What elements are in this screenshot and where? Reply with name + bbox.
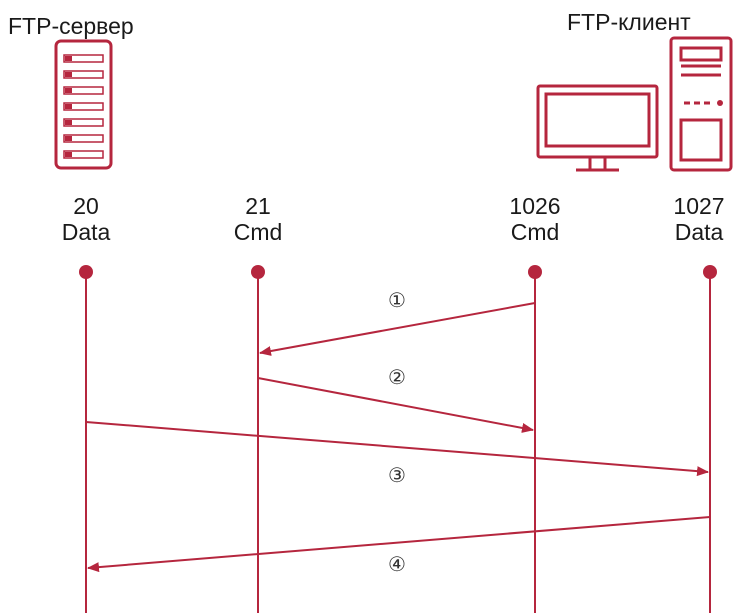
server-rack-icon [54,39,113,170]
step-label: ① [388,290,406,312]
port-dot [79,265,93,279]
port-number: 20 [73,193,99,219]
port-role: Data [61,219,111,245]
rack-slot [63,150,104,159]
port-number: 1026 [509,193,561,219]
port-number: 21 [245,193,271,219]
message-arrow [85,421,709,477]
step-label: ④ [388,554,406,576]
step-label: ③ [388,465,406,487]
rack-slot [63,134,104,143]
message-arrow [257,377,534,433]
server-title: FTP-сервер [8,13,134,39]
rack-slot [63,54,104,63]
message-arrow [259,302,536,356]
port-dot [528,265,542,279]
rack-led [65,56,72,61]
port-dot [251,265,265,279]
rack-led [65,88,72,93]
rack-slot [63,70,104,79]
port-role: Cmd [510,219,560,245]
rack-slot [63,118,104,127]
rack-led [65,136,72,141]
port-dot [703,265,717,279]
port-role: Cmd [233,219,283,245]
port-number: 1027 [673,193,725,219]
message-arrow [87,516,711,573]
rack-slot [63,102,104,111]
rack-led [65,104,72,109]
desktop-computer-icon [536,36,733,172]
rack-led [65,152,72,157]
rack-led [65,72,72,77]
port-role: Data [674,219,724,245]
client-title: FTP-клиент [567,9,691,35]
step-label: ② [388,367,406,389]
rack-slot [63,86,104,95]
rack-led [65,120,72,125]
